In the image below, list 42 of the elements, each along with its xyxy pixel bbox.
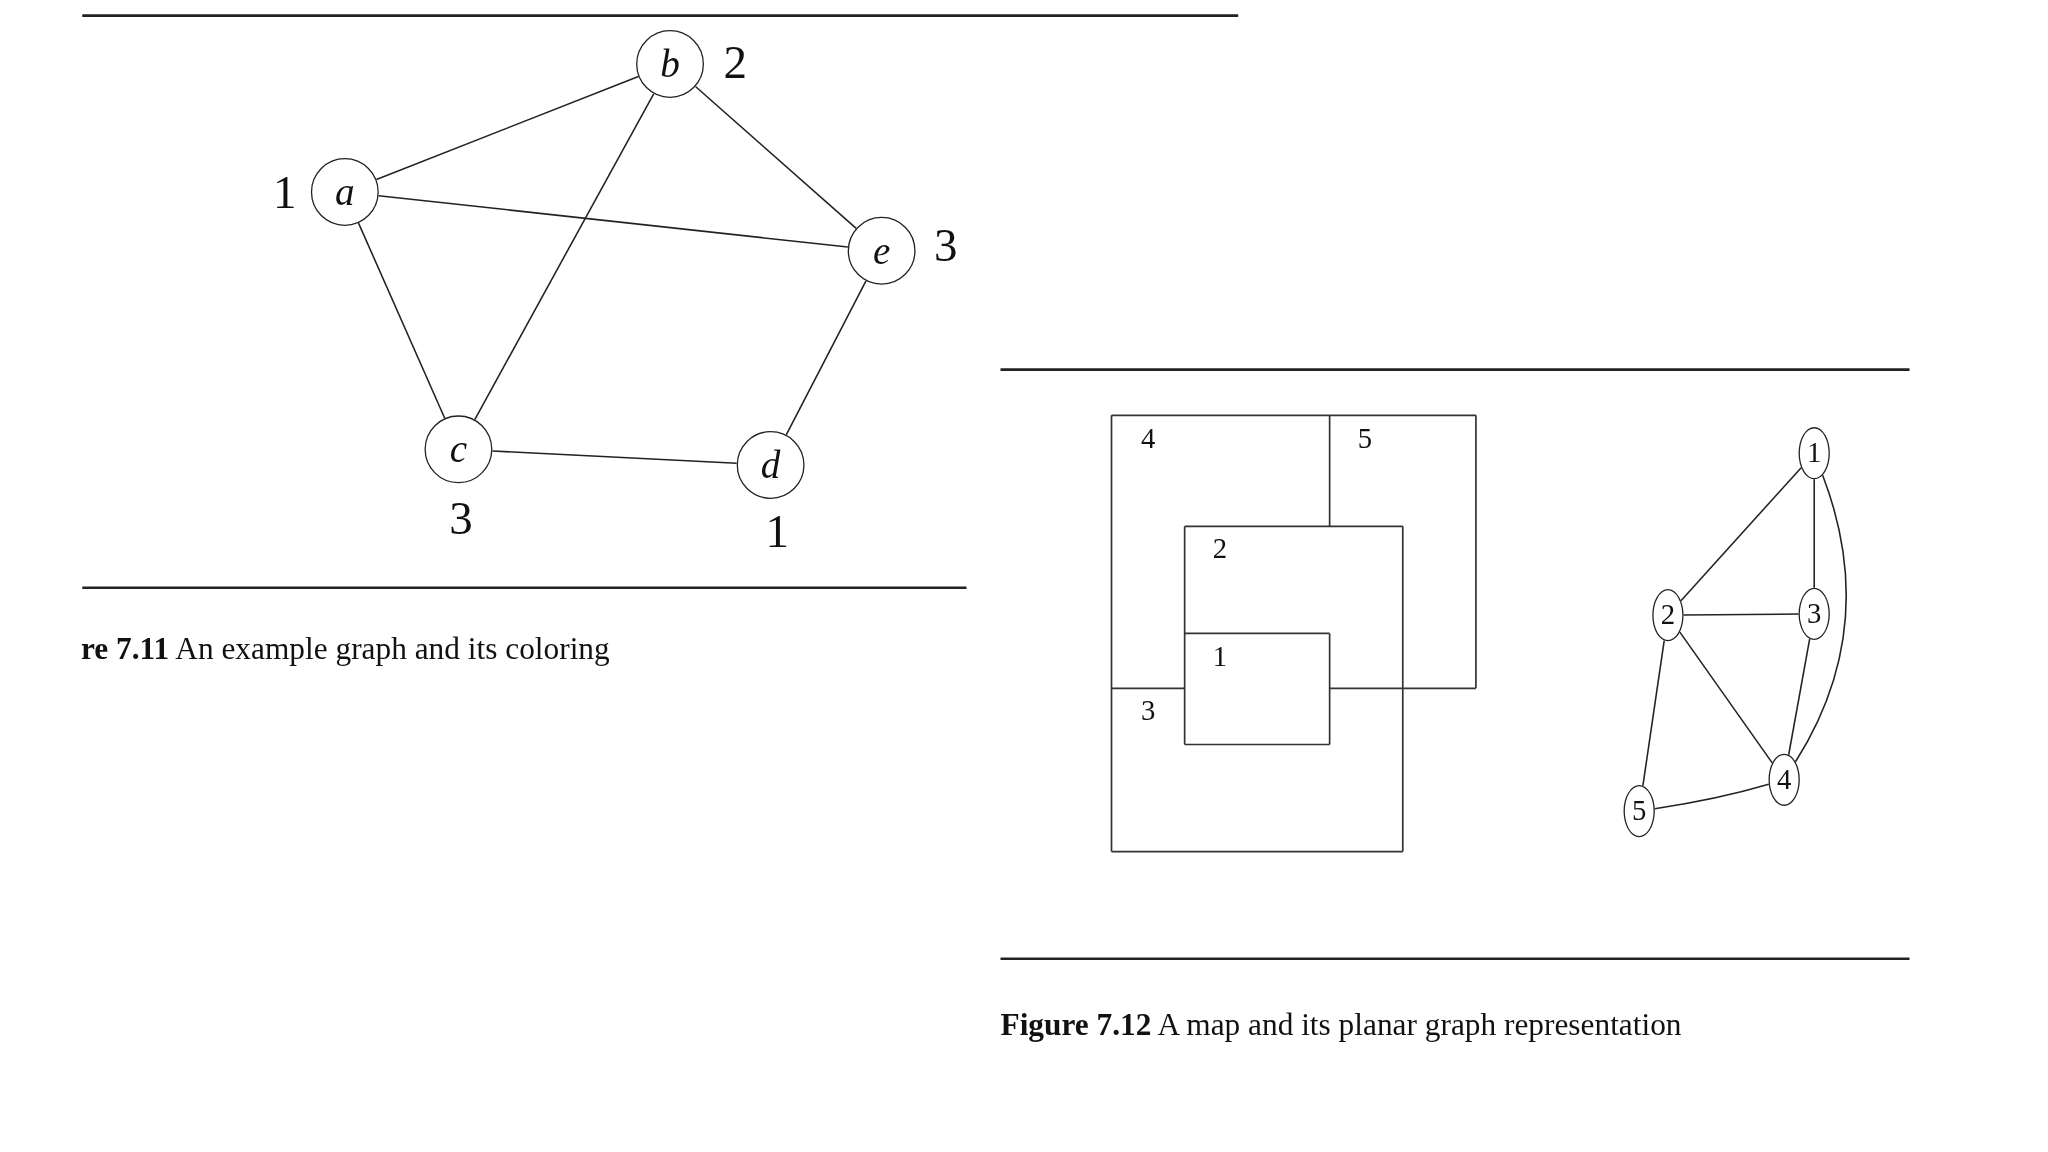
vertex-label: 3	[1807, 596, 1822, 631]
color-number: 3	[933, 218, 958, 273]
edge-line	[1679, 631, 1773, 764]
graph-vertex	[1798, 427, 1830, 480]
edge-line	[1654, 783, 1770, 810]
vertex-label: 1	[1807, 436, 1822, 471]
region-number: 2	[1212, 531, 1228, 566]
vertex-label: e	[872, 228, 891, 273]
region-number: 3	[1140, 693, 1156, 728]
edge-line	[1813, 478, 1815, 589]
region-number: 4	[1140, 421, 1156, 456]
figure-caption: Figure 7.12 A map and its planar graph representation	[1000, 1007, 1682, 1043]
edge-line	[491, 450, 738, 465]
vertex-label: 2	[1660, 598, 1676, 633]
region-number: 5	[1357, 421, 1373, 456]
edge-line	[785, 280, 867, 436]
vertex-label: a	[335, 169, 355, 215]
color-number: 1	[765, 504, 789, 559]
edge-line	[1642, 639, 1665, 787]
vertex-label: d	[760, 442, 781, 488]
edge-line	[1794, 474, 1847, 763]
color-number: 2	[723, 35, 748, 91]
region-number: 1	[1212, 640, 1228, 674]
edge-line	[1682, 613, 1800, 616]
color-number: 1	[273, 164, 297, 220]
graph-vertex	[1798, 587, 1830, 640]
edge-line	[375, 75, 640, 181]
edge-line	[694, 85, 857, 230]
vertex-label: 5	[1632, 794, 1647, 829]
figure-caption: re 7.11 An example graph and its coloring	[81, 631, 610, 667]
edge-line	[1787, 638, 1811, 756]
graph-vertex	[1652, 589, 1684, 642]
vertex-label: b	[660, 41, 680, 87]
graph-vertex	[1768, 753, 1800, 806]
graph-vertex	[1623, 785, 1655, 838]
vertex-label: c	[449, 427, 468, 472]
color-number: 3	[449, 491, 473, 546]
edge-line	[1680, 466, 1802, 602]
vertex-label: 4	[1777, 762, 1792, 797]
edge-line	[474, 93, 655, 421]
edge-line	[377, 194, 849, 248]
edge-line	[357, 222, 446, 420]
